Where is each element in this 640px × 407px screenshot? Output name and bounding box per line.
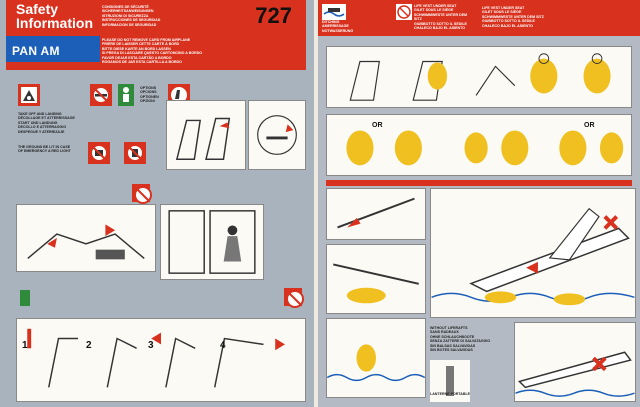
floor-light-text: The ground be lit in case of emergency a… xyxy=(18,145,82,154)
no-raft-line: Without liferafts xyxy=(430,326,468,330)
step-4-number: 4 xyxy=(220,340,226,351)
exit-sign-icon xyxy=(118,84,134,106)
step-1-number: 1 xyxy=(22,340,28,351)
no-raft-line: Sin balsas salvavidas xyxy=(430,343,476,348)
notice-line: Please do not remove card from airplane xyxy=(102,38,191,42)
vest-line: Schwimmweste unter dem Sitz xyxy=(414,12,468,22)
right-header-banner xyxy=(318,0,640,36)
seatbelt-illustration xyxy=(248,100,306,170)
instruction-line: Schwimmweste unter dem Sitz xyxy=(482,14,544,19)
vest-labels: Life vest under seat Gilet sous le siège… xyxy=(414,4,474,30)
ditch-line: Notwasserung xyxy=(322,28,354,33)
options-text: Options Opcions Optionen Opzioni xyxy=(140,86,162,104)
flashlight-line: Lanterne portable xyxy=(430,392,471,396)
aircraft-no-raft-illustration xyxy=(514,322,636,402)
left-page: Safety Information Consignes de sécurité… xyxy=(0,0,314,407)
oxygen-icon xyxy=(20,290,30,306)
keep-card-notice: Please do not remove card from airplane … xyxy=(102,38,252,64)
life-vest-donning-illustration xyxy=(326,46,632,108)
notice-line: Rogamos de jar esta cartilla a bordo xyxy=(102,60,182,65)
title-line-1: Safety xyxy=(16,1,59,17)
or-label-2: OR xyxy=(584,122,595,129)
water-entry-illustration xyxy=(326,318,426,398)
no-raft-line: Senza zattere di salvataggio xyxy=(430,339,491,344)
title-translations: Consignes de sécurité Sicherheitsanweisu… xyxy=(102,5,252,27)
notice-line: Bitte diese Karte an Bord lassen xyxy=(102,46,171,51)
vest-line: Giubbotto sotto il sedile xyxy=(414,21,467,26)
oxygen-mask-illustration xyxy=(16,318,306,402)
page-fold xyxy=(314,0,318,407)
brand-logo: PAN AM xyxy=(12,44,60,58)
no-raft-line: Sin botes salvavidas xyxy=(430,348,473,353)
instruction-line: Life vest under seat xyxy=(482,6,525,10)
translation-es: Instrucciones de seguridad xyxy=(102,18,161,23)
life-vest-inflation-illustration xyxy=(326,114,632,176)
options-line: Opcions xyxy=(140,90,157,95)
takeoff-line: Decollo e atterraggio xyxy=(18,125,67,130)
seatbelt-sign-icon xyxy=(18,84,40,106)
no-smoking-lavatory-icon xyxy=(124,142,146,164)
translation-fr: Consignes de sécurité xyxy=(102,5,149,9)
options-line: Options xyxy=(140,86,157,90)
flashlight-illustration xyxy=(430,360,470,402)
title-line-2: Information xyxy=(16,15,93,31)
aircraft-ditched-illustration xyxy=(430,188,636,318)
translation-de: Sicherheitsanweisungen xyxy=(102,9,154,14)
instruction-line: Gilet sous le siège xyxy=(482,10,522,15)
vest-line: Life vest under seat xyxy=(414,4,457,8)
options-line: Opzioni xyxy=(140,99,155,104)
floor-line: of emergency a red light xyxy=(18,149,71,154)
vest-line: Gilet sous le siège xyxy=(414,8,454,13)
life-vest-sign-icon xyxy=(396,4,412,20)
card-title: Safety Information xyxy=(16,2,93,30)
exit-door-illustration xyxy=(160,204,264,280)
no-raft-line: Sans radeaux xyxy=(430,330,459,335)
notice-line: Prière de laisser cette carte à bord xyxy=(102,42,180,47)
ditching-labels: Ditching Amerrissage Notwasserung xyxy=(322,20,362,33)
no-smoking-small-icon xyxy=(132,184,152,204)
takeoff-line: Décollage et atterrissage xyxy=(18,116,75,121)
no-raft-line: Ohne Schlauchboote xyxy=(430,334,475,339)
translation-pt: Informacion de seguridad xyxy=(102,22,157,27)
instruction-line: Chaleco bajo el asiento xyxy=(482,23,534,28)
instruction-line: Giubbotto sotto il sedile xyxy=(482,19,535,24)
takeoff-line: Start und Landung xyxy=(18,120,58,125)
step-2-number: 2 xyxy=(86,340,92,351)
no-electronics-icon xyxy=(88,142,110,164)
no-smoking-icon xyxy=(90,84,112,106)
notice-line: Favor dejar esta cartão a bordo xyxy=(102,55,172,60)
translation-it: Istruzioni di sicurezza xyxy=(102,13,149,18)
ditch-line: Amerrissage xyxy=(322,24,349,29)
vest-instructions: Life vest under seat Gilet sous le siège… xyxy=(482,6,632,28)
exit-slide-illustration xyxy=(326,188,426,240)
brace-position-illustration xyxy=(16,204,156,272)
no-liferaft-labels: Without liferafts Sans radeaux Ohne Schl… xyxy=(430,326,510,352)
seat-illustration xyxy=(166,100,246,170)
floor-line: The ground be lit in case xyxy=(18,145,71,149)
step-3-number: 3 xyxy=(148,340,154,351)
flashlight-labels: Lanterne portable xyxy=(430,392,510,396)
evacuation-bar xyxy=(326,180,632,186)
vest-line: Chaleco bajo el asiento xyxy=(414,26,466,31)
notice-line: Si prega di lasciare questo cartoncino a… xyxy=(102,51,203,56)
header-banner: Safety Information Consignes de sécurité… xyxy=(6,0,306,70)
aircraft-type: 727 xyxy=(255,3,292,28)
raft-boarding-illustration xyxy=(326,244,426,314)
oxygen-no-smoking-icon xyxy=(284,288,304,308)
ditching-icon xyxy=(322,4,346,20)
takeoff-line: Despegue y aterrizaje xyxy=(18,129,65,134)
or-label-1: OR xyxy=(372,122,383,129)
options-line: Optionen xyxy=(140,94,159,99)
brand-block xyxy=(6,36,100,62)
takeoff-text: Take off and landing Décollage et atterr… xyxy=(18,112,78,134)
takeoff-line: Take off and landing xyxy=(18,112,62,116)
right-page: Ditching Amerrissage Notwasserung Life v… xyxy=(318,0,640,407)
ditch-line: Ditching xyxy=(322,20,340,24)
